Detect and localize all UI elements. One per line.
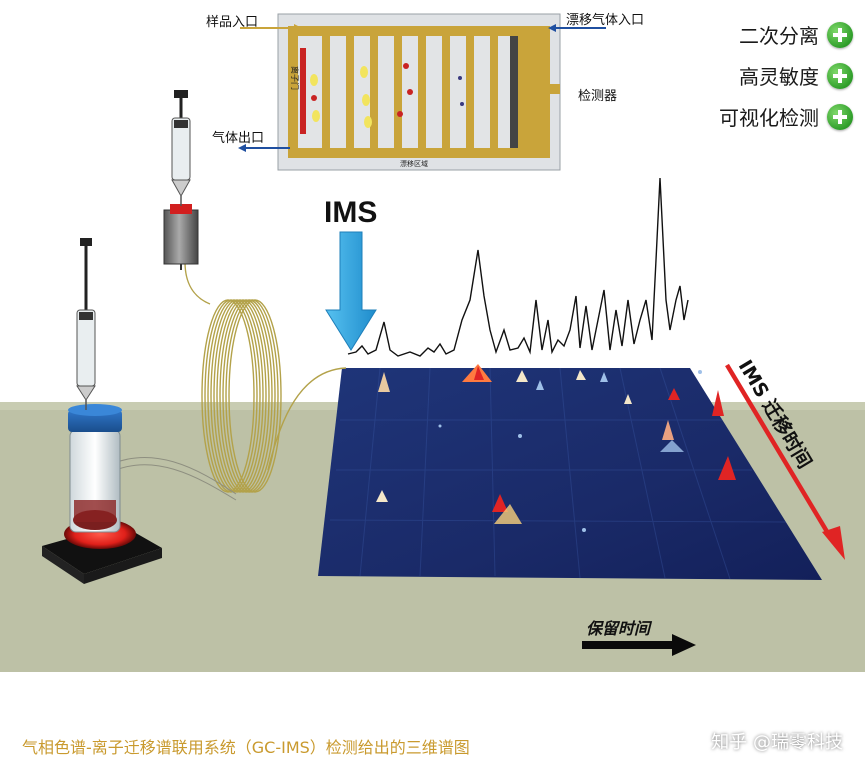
feature-item: 可视化检测	[633, 96, 853, 137]
detector-label: 检测器	[578, 89, 617, 104]
sample-vial	[68, 404, 122, 533]
chromatogram-trace	[347, 177, 689, 357]
retention-axis: 保留时间	[582, 619, 696, 656]
figure-caption: 气相色谱-离子迁移谱联用系统（GC-IMS）检测给出的三维谱图	[22, 738, 470, 757]
gc-column-coil	[99, 261, 347, 501]
injector	[163, 204, 199, 270]
drift-region-label: 漂移区域	[400, 159, 428, 168]
retention-label: 保留时间	[586, 619, 653, 638]
watermark: 知乎 @瑞零科技	[711, 732, 843, 753]
plus-icon	[827, 103, 853, 130]
feature-label: 可视化检测	[719, 106, 819, 130]
ims-label: IMS	[324, 196, 377, 229]
feature-label: 高灵敏度	[739, 65, 819, 89]
peak-marks	[376, 364, 736, 532]
plus-icon	[827, 21, 853, 48]
feature-item: 高灵敏度	[633, 55, 853, 96]
ims-arrow-icon	[325, 231, 377, 351]
drift-gas-inlet-label: 漂移气体入口	[566, 12, 644, 28]
ims-schematic: 离子门 漂移区域 样品入口 漂移气体入口 检测器 气体出口	[206, 12, 644, 171]
gas-outlet-label: 气体出口	[212, 130, 264, 146]
ions	[310, 63, 464, 128]
feature-list: 二次分离 高灵敏度 可视化检测	[633, 14, 853, 137]
ion-gate-label: 离子门	[290, 66, 300, 90]
syringe-lower	[76, 238, 96, 410]
feature-item: 二次分离	[633, 14, 853, 55]
spectrum-plot-3d	[318, 364, 822, 580]
feature-label: 二次分离	[739, 24, 819, 48]
syringe-upper	[171, 90, 191, 206]
sample-inlet-label: 样品入口	[206, 15, 258, 30]
plus-icon	[827, 62, 853, 89]
